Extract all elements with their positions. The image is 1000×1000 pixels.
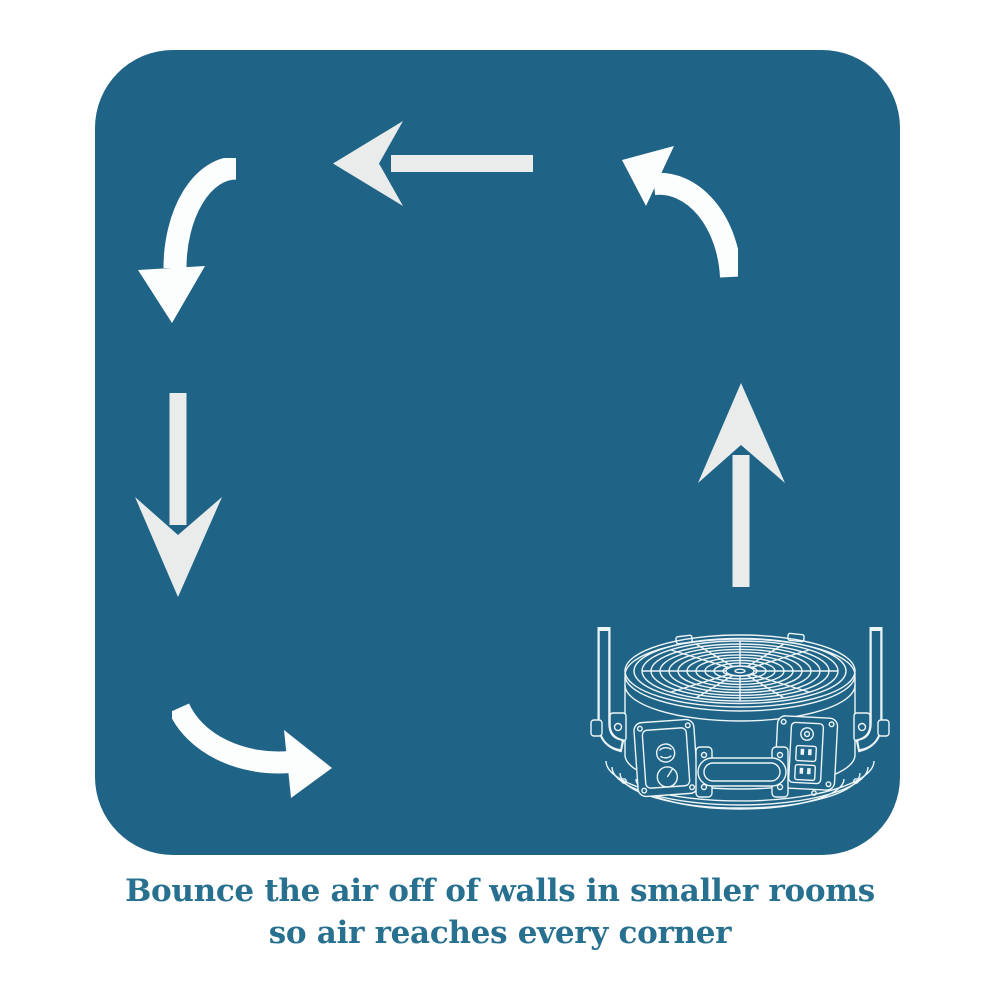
fan-grille <box>624 632 856 712</box>
straight-arrow-down-icon <box>135 393 222 597</box>
fan-right-handle <box>853 627 890 753</box>
caption: Bounce the air off of walls in smaller r… <box>0 870 1000 954</box>
fan-base <box>605 760 875 810</box>
curved-arrow-bottom-left-icon <box>172 703 332 798</box>
caption-line-1: Bounce the air off of walls in smaller r… <box>125 873 875 909</box>
air-mover-fan-icon <box>590 627 890 810</box>
caption-line-2: so air reaches every corner <box>268 915 732 952</box>
straight-arrow-up-icon <box>698 383 785 587</box>
curved-arrow-top-right-icon <box>622 146 738 278</box>
fan-left-handle <box>590 627 627 753</box>
fan-control-panel <box>633 718 699 798</box>
room-panel <box>95 50 900 855</box>
curved-arrow-top-left-icon <box>138 158 237 323</box>
straight-arrow-left-icon <box>333 121 533 206</box>
fan-carry-handle <box>695 746 789 798</box>
